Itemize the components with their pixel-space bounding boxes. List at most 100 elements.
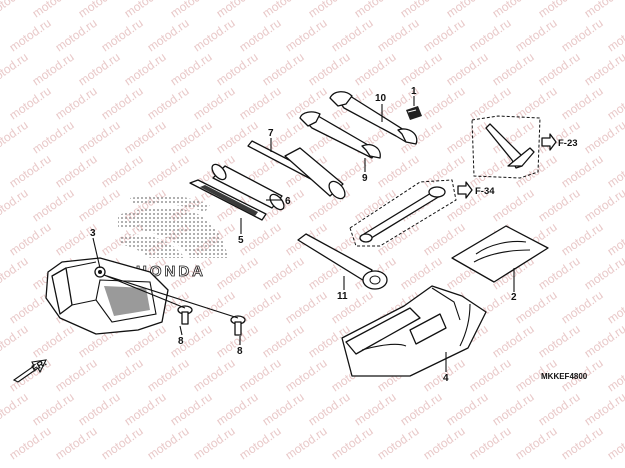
screw-part-8-left: [177, 305, 193, 325]
watermark-text: motod.ru: [306, 390, 353, 429]
watermark-text: motod.ru: [375, 16, 422, 55]
watermark-text: motod.ru: [53, 220, 100, 259]
watermark-text: motod.ru: [536, 186, 583, 225]
watermark-text: motod.ru: [53, 424, 100, 463]
reference-arrow-f23: F-23: [541, 133, 578, 151]
watermark-text: motod.ru: [536, 254, 583, 293]
reference-f34-label: F-34: [475, 186, 495, 197]
watermark-text: motod.ru: [605, 220, 625, 259]
watermark-text: motod.ru: [398, 254, 445, 293]
watermark-text: motod.ru: [260, 322, 307, 361]
watermark-text: motod.ru: [7, 356, 54, 395]
bag-part-2: [451, 225, 549, 283]
watermark-text: motod.ru: [398, 390, 445, 429]
watermark-text: motod.ru: [76, 0, 123, 20]
watermark-text: motod.ru: [260, 390, 307, 429]
watermark-text: motod.ru: [375, 424, 422, 463]
callout-9: 9: [362, 173, 368, 184]
callout-5: 5: [238, 235, 244, 246]
spark-plug-wrench-part-7: [247, 140, 346, 200]
watermark-text: motod.ru: [605, 424, 625, 463]
watermark-text: motod.ru: [260, 50, 307, 89]
watermark-text: motod.ru: [0, 322, 31, 361]
watermark-text: motod.ru: [30, 322, 77, 361]
ring-wrench-part-11: [297, 233, 388, 290]
watermark-text: motod.ru: [283, 288, 330, 327]
watermark-text: motod.ru: [191, 356, 238, 395]
watermark-text: motod.ru: [168, 50, 215, 89]
watermark-text: motod.ru: [0, 254, 31, 293]
watermark-text: motod.ru: [421, 16, 468, 55]
watermark-text: motod.ru: [536, 390, 583, 429]
watermark-text: motod.ru: [53, 152, 100, 191]
watermark-text: motod.ru: [53, 84, 100, 123]
watermark-text: motod.ru: [605, 288, 625, 327]
callout-11: 11: [337, 291, 348, 302]
watermark-text: motod.ru: [329, 424, 376, 463]
reference-f23-label: F-23: [558, 138, 578, 149]
watermark-text: motod.ru: [559, 84, 606, 123]
watermark-text: motod.ru: [168, 118, 215, 157]
watermark-text: motod.ru: [76, 50, 123, 89]
diagram-code: MKKEF4800: [541, 372, 588, 381]
watermark-text: motod.ru: [122, 50, 169, 89]
watermark-text: motod.ru: [260, 0, 307, 20]
watermark-text: motod.ru: [582, 390, 625, 429]
watermark-text: motod.ru: [582, 322, 625, 361]
watermark-text: motod.ru: [7, 220, 54, 259]
watermark-text: motod.ru: [191, 84, 238, 123]
watermark-text: motod.ru: [214, 254, 261, 293]
callout-6: 6: [285, 196, 291, 207]
callout-10: 10: [375, 93, 387, 104]
watermark-text: motod.ru: [237, 84, 284, 123]
watermark-text: motod.ru: [559, 220, 606, 259]
watermark-text: motod.ru: [0, 50, 31, 89]
watermark-text: motod.ru: [237, 424, 284, 463]
watermark-text: motod.ru: [329, 16, 376, 55]
watermark-text: motod.ru: [30, 186, 77, 225]
watermark-text: motod.ru: [444, 50, 491, 89]
watermark-text: motod.ru: [7, 16, 54, 55]
watermark-text: motod.ru: [283, 424, 330, 463]
watermark-text: motod.ru: [306, 50, 353, 89]
watermark-text: motod.ru: [76, 118, 123, 157]
watermark-text: motod.ru: [7, 84, 54, 123]
watermark-text: motod.ru: [214, 390, 261, 429]
watermark-text: motod.ru: [375, 152, 422, 191]
callout-2: 2: [511, 292, 517, 303]
watermark-text: motod.ru: [467, 16, 514, 55]
watermark-text: motod.ru: [467, 356, 514, 395]
hex-key-reference-box: [471, 115, 541, 179]
watermark-text: motod.ru: [398, 50, 445, 89]
watermark-text: motod.ru: [283, 16, 330, 55]
callout-8-right: 8: [237, 346, 243, 357]
watermark-text: motod.ru: [444, 390, 491, 429]
watermark-text: motod.ru: [421, 424, 468, 463]
watermark-text: motod.ru: [421, 84, 468, 123]
watermark-text: motod.ru: [490, 0, 537, 20]
watermark-text: motod.ru: [214, 0, 261, 20]
screwdriver-part-5: [189, 179, 267, 221]
watermark-text: motod.ru: [582, 186, 625, 225]
reference-arrow-f34: F-34: [457, 181, 495, 199]
leader-line-screws: [103, 274, 239, 319]
watermark-text: motod.ru: [30, 50, 77, 89]
watermark-text: motod.ru: [260, 254, 307, 293]
watermark-text: motod.ru: [605, 356, 625, 395]
watermark-text: motod.ru: [76, 390, 123, 429]
watermark-text: motod.ru: [467, 424, 514, 463]
watermark-text: motod.ru: [467, 84, 514, 123]
watermark-text: motod.ru: [7, 152, 54, 191]
open-end-wrench-part-10: [329, 91, 418, 145]
watermark-text: motod.ru: [329, 288, 376, 327]
watermark-text: motod.ru: [30, 390, 77, 429]
watermark-text: motod.ru: [421, 152, 468, 191]
watermark-text: motod.ru: [122, 118, 169, 157]
watermark-text: motod.ru: [145, 424, 192, 463]
watermark-text: motod.ru: [145, 84, 192, 123]
watermark-text: motod.ru: [122, 390, 169, 429]
watermark-text: motod.ru: [0, 390, 31, 429]
screw-part-8-right: [230, 315, 246, 336]
watermark-text: motod.ru: [352, 390, 399, 429]
watermark-text: motod.ru: [0, 186, 31, 225]
